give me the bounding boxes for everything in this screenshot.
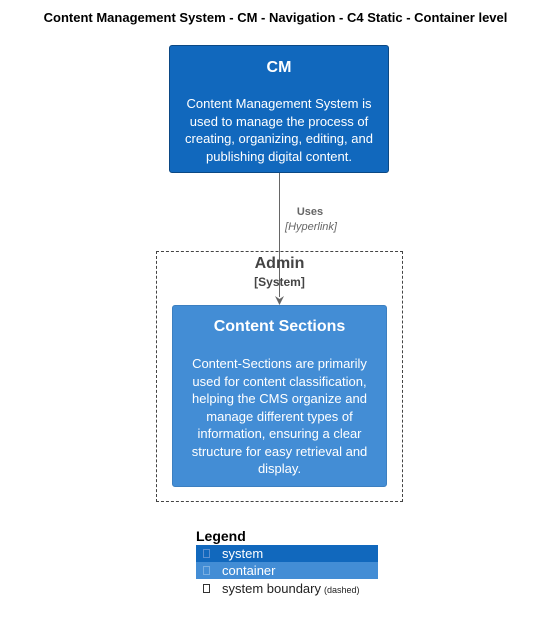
legend-label: container — [222, 563, 276, 578]
arrow-head — [275, 296, 284, 305]
boundary-type: [System] — [254, 275, 305, 289]
legend-box-icon — [203, 566, 210, 575]
legend-item-system: system — [196, 545, 378, 562]
node-title: CM — [266, 59, 292, 76]
legend-box-icon — [203, 549, 210, 558]
legend-item-system-boundary: system boundary(dashed) — [196, 580, 378, 597]
node-title: Content Sections — [213, 318, 346, 335]
node-description: Content-Sections are primarily used for … — [191, 356, 368, 476]
legend-label: system — [222, 546, 264, 561]
legend-label: system boundary — [222, 581, 321, 596]
container-node-content-sections[interactable]: Content Sections Content-Sections are pr… — [172, 305, 387, 487]
system-boundary-admin — [156, 251, 403, 502]
node-description: Content Management System is used to man… — [185, 96, 373, 164]
system-node-cm[interactable]: CM Content Management System is used to … — [169, 45, 389, 173]
legend-note: (dashed) — [324, 585, 360, 595]
boundary-title: Admin — [254, 255, 305, 272]
relationship-label: Uses — [296, 206, 324, 218]
legend-title: Legend — [196, 528, 246, 544]
legend-box-icon — [203, 584, 210, 593]
diagram-title: Content Management System - CM - Navigat… — [43, 10, 508, 25]
legend-item-container: container — [196, 562, 378, 579]
relationship-technology: [Hyperlink] — [285, 221, 337, 233]
legend-text: system boundary(dashed) — [222, 580, 360, 599]
